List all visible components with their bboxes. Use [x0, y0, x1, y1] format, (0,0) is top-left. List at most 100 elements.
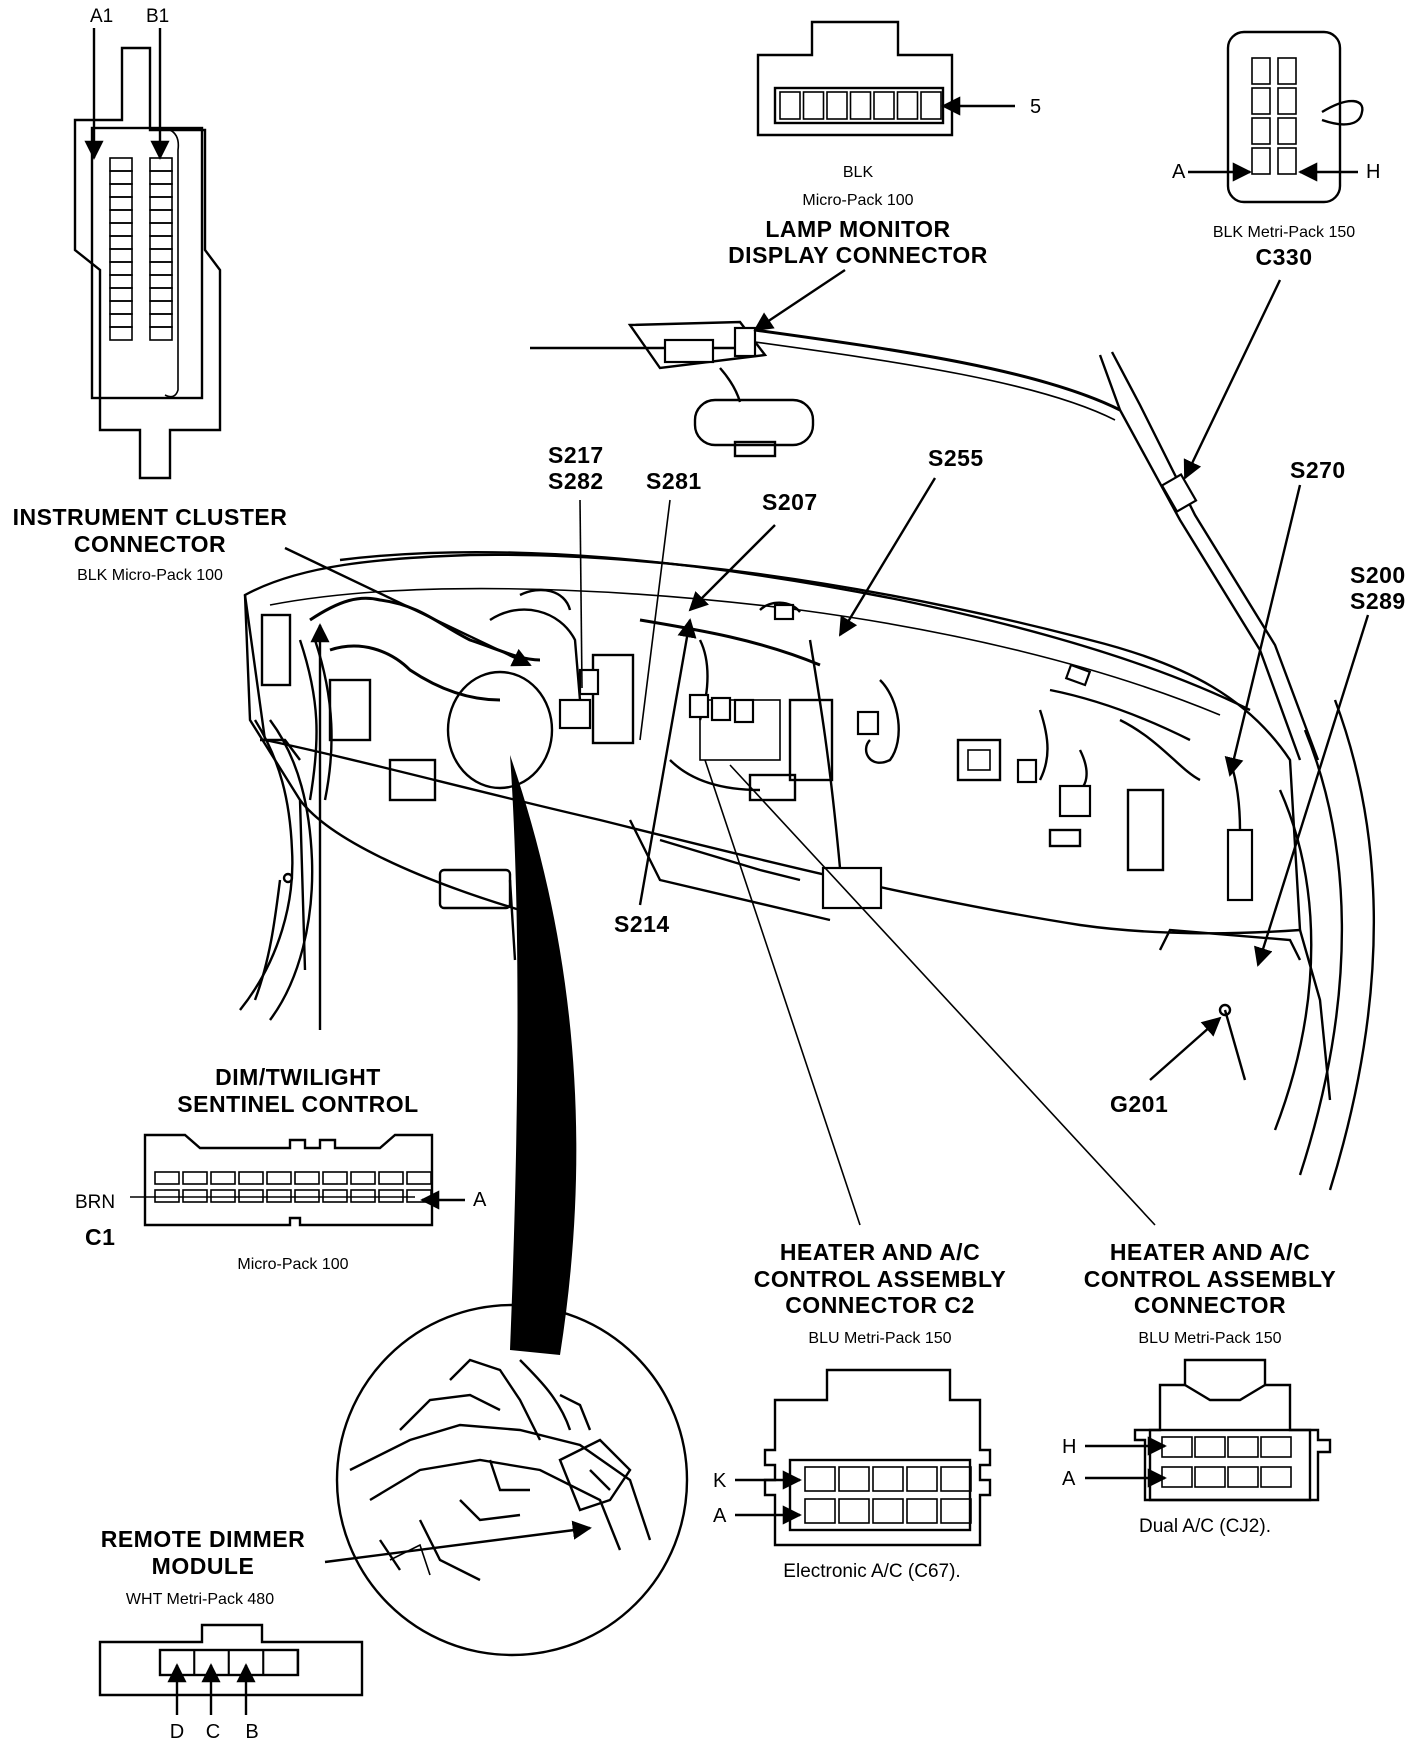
- remote-dimmer-connector-drawing: [98, 1623, 364, 1715]
- lamp-monitor-connector-drawing: [756, 20, 1015, 137]
- rdm-cavity: [262, 1649, 299, 1676]
- dim-cavity: [350, 1171, 376, 1185]
- lamp-connector-color: BLK: [843, 164, 874, 181]
- hvac-cavity: [1260, 1466, 1292, 1488]
- dim-cavity: [406, 1171, 432, 1185]
- ic-cavity-a: [109, 157, 133, 172]
- steering-column-inset-drawing: [324, 1303, 689, 1657]
- hvac2-cavity: [906, 1498, 938, 1524]
- ic-cavity-a: [109, 313, 133, 328]
- dim-cavity: [238, 1171, 264, 1185]
- lamp-cavity: [779, 91, 801, 120]
- ic-cavity-b: [149, 157, 173, 172]
- hvac2-cavity: [872, 1466, 904, 1492]
- splice-s289: S289: [1350, 588, 1406, 614]
- lamp-cavity: [873, 91, 895, 120]
- dim-cavity: [182, 1189, 208, 1203]
- dim-cavity: [154, 1189, 180, 1203]
- splice-s214: S214: [614, 911, 670, 937]
- ic-cavity-a: [109, 326, 133, 341]
- dim-cavity: [322, 1171, 348, 1185]
- c330-cavity: [1251, 87, 1271, 115]
- remote-dimmer-pin-b: B: [245, 1721, 258, 1740]
- ic-cavity-b: [149, 209, 173, 224]
- splice-s281: S281: [646, 468, 702, 494]
- pin-label-b1: B1: [146, 6, 169, 27]
- dim-cavity: [378, 1171, 404, 1185]
- c330-type: BLK Metri-Pack 150: [1213, 224, 1355, 241]
- hvac-dual-title-1: HEATER AND A/C: [1110, 1239, 1310, 1265]
- callout-leaders: [284, 269, 1370, 1355]
- ic-cavity-b: [149, 261, 173, 276]
- hvac2-cavity: [804, 1498, 836, 1524]
- lamp-cavity: [920, 91, 942, 120]
- ic-cavity-a: [109, 196, 133, 211]
- splice-s207: S207: [762, 489, 818, 515]
- lamp-connector-type: Micro-Pack 100: [802, 192, 913, 209]
- remote-dimmer-type: WHT Metri-Pack 480: [126, 1591, 274, 1608]
- hvac2-cavity: [838, 1498, 870, 1524]
- dim-cavity: [210, 1189, 236, 1203]
- hvac-c2-caption: Electronic A/C (C67).: [783, 1561, 960, 1582]
- c330-cavity: [1251, 57, 1271, 85]
- ic-cavity-b: [149, 222, 173, 237]
- ic-cavity-a: [109, 170, 133, 185]
- lamp-connector-title-2: DISPLAY CONNECTOR: [728, 242, 988, 268]
- ic-cavity-b: [149, 183, 173, 198]
- splice-s200: S200: [1350, 562, 1406, 588]
- ic-cavity-b: [149, 313, 173, 328]
- splice-s255: S255: [928, 445, 984, 471]
- hvac-c2-connector-drawing: [735, 1368, 992, 1547]
- remote-dimmer-title-1: REMOTE DIMMER: [101, 1526, 306, 1552]
- c330-id: C330: [1256, 244, 1313, 270]
- dim-twilight-color: BRN: [75, 1192, 115, 1213]
- hvac-dual-title-2: CONTROL ASSEMBLY: [1084, 1266, 1337, 1292]
- hvac-c2-title-2: CONTROL ASSEMBLY: [754, 1266, 1007, 1292]
- hvac2-cavity: [940, 1498, 972, 1524]
- hvac-c2-pin-a: A: [713, 1505, 727, 1527]
- splice-s282: S282: [548, 468, 604, 494]
- ic-cavity-b: [149, 274, 173, 289]
- ic-cavity-a: [109, 248, 133, 263]
- lamp-cavity: [802, 91, 825, 120]
- dashboard-assembly-drawing: [239, 320, 1376, 1191]
- lamp-cavity: [849, 91, 872, 120]
- dim-cavity: [238, 1189, 264, 1203]
- ic-cavity-b: [149, 287, 173, 302]
- c330-pin-label-a: A: [1172, 161, 1186, 183]
- hvac-cavity: [1227, 1436, 1259, 1458]
- hvac-dual-title-3: CONNECTOR: [1134, 1292, 1286, 1318]
- lamp-connector-title-1: LAMP MONITOR: [765, 216, 950, 242]
- dim-twilight-id: C1: [85, 1224, 115, 1250]
- c330-cavity: [1277, 117, 1297, 145]
- dim-twilight-title-2: SENTINEL CONTROL: [177, 1091, 418, 1117]
- ic-cavity-a: [109, 274, 133, 289]
- splice-s270: S270: [1290, 457, 1346, 483]
- ic-cavity-a: [109, 287, 133, 302]
- hvac-cavity: [1194, 1466, 1226, 1488]
- ic-cavity-b: [149, 196, 173, 211]
- ic-cavity-a: [109, 261, 133, 276]
- remote-dimmer-title-2: MODULE: [152, 1553, 255, 1579]
- instrument-cluster-type: BLK Micro-Pack 100: [77, 567, 223, 584]
- hvac-cavity: [1161, 1436, 1193, 1458]
- dim-cavity: [154, 1171, 180, 1185]
- pin-label-a1: A1: [90, 6, 113, 27]
- instrument-cluster-title-1: INSTRUMENT CLUSTER: [13, 504, 288, 530]
- lamp-cavity: [826, 91, 848, 120]
- dim-cavity: [182, 1171, 208, 1185]
- hvac2-cavity: [804, 1466, 836, 1492]
- dim-twilight-title-1: DIM/TWILIGHT: [215, 1064, 381, 1090]
- dim-cavity: [266, 1171, 292, 1185]
- ic-cavity-b: [149, 235, 173, 250]
- c330-cavity: [1277, 87, 1297, 115]
- ic-cavity-a: [109, 209, 133, 224]
- hvac-cavity: [1260, 1436, 1292, 1458]
- ic-cavity-a: [109, 235, 133, 250]
- hvac-cavity: [1161, 1466, 1193, 1488]
- dim-cavity: [294, 1171, 320, 1185]
- ic-cavity-b: [149, 300, 173, 315]
- dim-twilight-pin-a: A: [473, 1189, 487, 1211]
- dim-cavity: [378, 1189, 404, 1203]
